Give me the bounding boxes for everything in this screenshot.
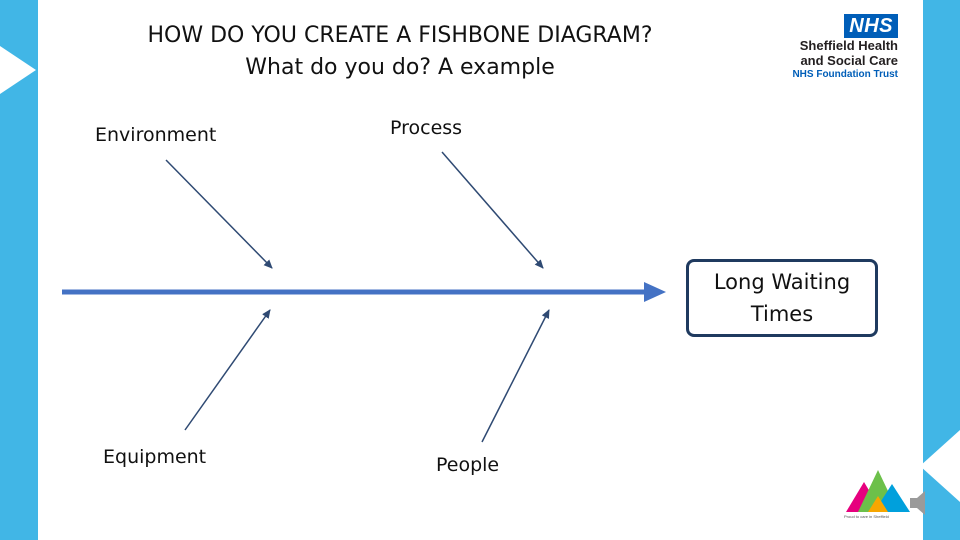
slide-title: HOW DO YOU CREATE A FISHBONE DIAGRAM? Wh… (110, 20, 690, 84)
nhs-logo-line-2: and Social Care (800, 53, 898, 68)
nhs-logo-trust: NHS Foundation Trust (792, 69, 898, 80)
left-band-notch (0, 46, 36, 94)
bone-equipment (184, 309, 271, 431)
effect-line-1: Long Waiting (713, 270, 851, 294)
nhs-logo: NHS Sheffield Health and Social Care NHS… (780, 14, 898, 81)
right-band-notch (920, 430, 960, 502)
cause-people: People (436, 454, 500, 476)
cause-environment: Environment (95, 124, 217, 146)
right-accent-band (920, 0, 960, 540)
sheffield-triangles-logo: Proud to care in Sheffield (842, 464, 914, 524)
cause-process: Process (390, 117, 463, 139)
nhs-logo-line-1: Sheffield Health (799, 38, 898, 53)
title-line-1: HOW DO YOU CREATE A FISHBONE DIAGRAM? (147, 23, 653, 48)
effect-box: Long Waiting Times (686, 259, 878, 337)
spine-arrowhead (644, 282, 666, 302)
cause-equipment: Equipment (103, 446, 207, 468)
left-accent-band (0, 0, 38, 540)
triangles-icon (846, 470, 910, 512)
footer-tagline: Proud to care in Sheffield (844, 514, 889, 519)
effect-line-2: Times (750, 302, 814, 326)
bone-people (481, 309, 550, 443)
bone-environment (165, 159, 273, 269)
speaker-icon[interactable] (908, 488, 934, 518)
nhs-badge: NHS (844, 14, 898, 38)
bone-process (441, 151, 544, 269)
title-line-2: What do you do? A example (245, 55, 555, 80)
